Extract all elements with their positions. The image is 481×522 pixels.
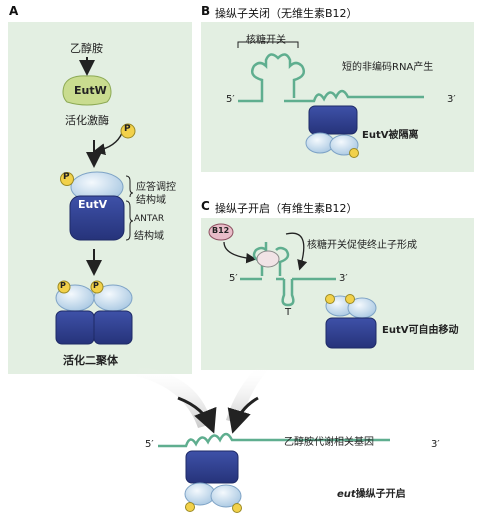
free-eutv-antar: [325, 317, 377, 349]
five-prime-b: 5′: [226, 94, 235, 105]
eutv-antar-sequestered: [308, 105, 358, 135]
phospho-circle-kinase: [120, 123, 136, 139]
ncrna-label: 短的非编码RNA产生: [342, 62, 434, 73]
panel-c-graphics: [208, 223, 377, 349]
kinase-label: 活化激酶: [65, 114, 109, 127]
free-eutv-label: EutV可自由移动: [382, 325, 459, 336]
bottom-graphics: [158, 432, 390, 513]
brace-antar-domain: [125, 200, 134, 241]
phospho-circle-bottom-right: [232, 503, 242, 513]
terminator-t-label: T: [285, 307, 292, 318]
panel-a-graphics: [55, 57, 136, 345]
eutv-label: EutV: [78, 198, 108, 211]
riboswitch-bracket: [237, 41, 299, 48]
response-domain-line1: 应答调控: [136, 182, 176, 193]
genes-label: 乙醇胺代谢相关基因: [284, 437, 374, 448]
operon-on-label: eut操纵子开启: [337, 485, 406, 500]
panel-c-title: 操纵子开启（有维生素B12）: [215, 202, 358, 215]
active-dimer-label: 活化二聚体: [63, 354, 118, 367]
five-prime-bottom: 5′: [145, 439, 154, 450]
terminator-label: 核糖开关促使终止子形成: [307, 240, 417, 251]
antar-domain-line2: 结构域: [134, 231, 164, 242]
panel-b-title: 操纵子关闭（无维生素B12）: [215, 7, 358, 20]
panel-a-label: A: [9, 4, 19, 18]
fade-band-right: [226, 366, 268, 424]
b12-molecule: [208, 223, 234, 241]
b12-bound: [256, 250, 280, 268]
antar-domain-line1: ANTAR: [134, 214, 165, 224]
three-prime-b: 3′: [447, 94, 456, 105]
panel-b-label: B: [201, 4, 211, 18]
phospho-label-dimer-right: P: [93, 281, 99, 290]
dimer-antar-right: [93, 310, 133, 345]
terminator-hairpin: [281, 279, 295, 307]
ethanolamine-label: 乙醇胺: [70, 42, 103, 55]
phospho-label-dimer-left: P: [60, 281, 66, 290]
response-domain-line2: 结构域: [136, 195, 166, 206]
arrow-b12-binding: [223, 241, 257, 264]
phospho-circle-sequestered: [349, 148, 359, 158]
rna-strand-b: [238, 89, 424, 103]
b12-label: B12: [212, 226, 230, 235]
phospho-circle-eutv: [60, 172, 74, 186]
phospho-circle-dimer-left: [57, 280, 71, 294]
riboswitch-label-b: 核糖开关: [246, 35, 286, 46]
bottom-eutv-response-left: [184, 482, 216, 506]
converging-arrows: [136, 366, 268, 434]
eutw-protein: [62, 75, 112, 106]
sequestered-label: EutV被隔离: [362, 130, 419, 141]
eutw-label: EutW: [74, 84, 107, 97]
dimer-antar-left: [55, 310, 95, 345]
brace-response-domain: [125, 175, 134, 198]
phospho-circle-dimer-right: [90, 280, 104, 294]
rna-strand-bottom: [158, 432, 390, 448]
arrow-phospho-transfer: [93, 132, 123, 156]
arrow-terminator-formation: [285, 232, 308, 271]
phospho-circle-free-right: [345, 294, 355, 304]
three-prime-c: 3′: [339, 273, 348, 284]
operon-rest-text: 操纵子开启: [355, 489, 406, 500]
panel-b-graphics: [237, 41, 424, 158]
bottom-eutv-response-right: [210, 484, 242, 508]
operon-italic-text: eut: [337, 489, 356, 500]
riboswitch-structure-b: [251, 53, 305, 98]
three-prime-bottom: 3′: [431, 439, 440, 450]
eutv-antar-domain: [69, 195, 125, 241]
panel-c-label: C: [201, 199, 210, 213]
phospho-circle-bottom-left: [185, 502, 195, 512]
phospho-circle-free-left: [325, 294, 335, 304]
phospho-label-eutv: P: [63, 172, 70, 182]
arrow-panel-c-to-bottom: [227, 396, 259, 434]
arrow-panel-a-to-bottom: [177, 396, 217, 434]
five-prime-c: 5′: [229, 273, 238, 284]
bottom-eutv-antar: [185, 450, 239, 484]
fade-band-left: [136, 366, 212, 428]
phospho-label-kinase: P: [124, 124, 131, 134]
